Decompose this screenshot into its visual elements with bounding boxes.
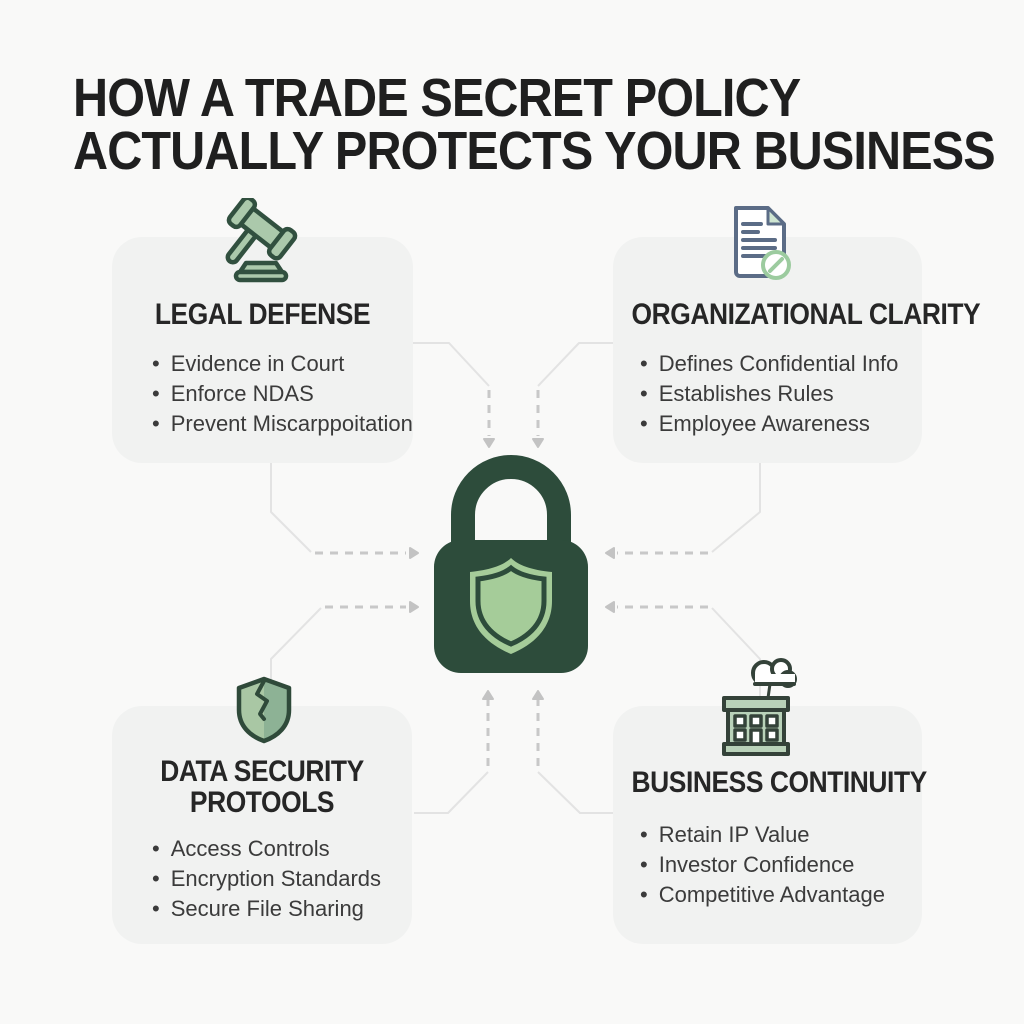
bullet-item: Access Controls bbox=[152, 834, 381, 864]
bullet-list-business-continuity: Retain IP Value Investor Confidence Comp… bbox=[640, 820, 885, 910]
bullet-list-organizational-clarity: Defines Confidential Info Establishes Ru… bbox=[640, 349, 899, 439]
bullet-item: Retain IP Value bbox=[640, 820, 885, 850]
arrow-left-icon bbox=[605, 547, 615, 559]
card-title-business-continuity: BUSINESS CONTINUITY bbox=[631, 766, 928, 799]
arrow-down-icon bbox=[483, 438, 495, 448]
card-data-security-protocols: DATA SECURITY PROTOOLS Access Controls E… bbox=[112, 706, 412, 944]
bullet-item: Defines Confidential Info bbox=[640, 349, 899, 379]
arrow-right-icon bbox=[409, 547, 419, 559]
bullet-list-legal-defense: Evidence in Court Enforce NDAS Prevent M… bbox=[152, 349, 413, 439]
bullet-item: Evidence in Court bbox=[152, 349, 413, 379]
bullet-item: Encryption Standards bbox=[152, 864, 381, 894]
bullet-item: Enforce NDAS bbox=[152, 379, 413, 409]
bullet-item: Secure File Sharing bbox=[152, 894, 381, 924]
card-title-data-security: DATA SECURITY PROTOOLS bbox=[160, 755, 364, 819]
page-title-line2: ACTUALLY PROTECTS YOUR BUSINESS bbox=[73, 121, 996, 181]
bullet-item: Prevent Miscarppoitation bbox=[152, 409, 413, 439]
bullet-list-data-security: Access Controls Encryption Standards Sec… bbox=[152, 834, 381, 924]
padlock-shield-icon bbox=[434, 455, 588, 673]
bullet-item: Employee Awareness bbox=[640, 409, 898, 439]
document-check-icon bbox=[734, 206, 791, 280]
cracked-shield-icon bbox=[236, 676, 292, 744]
bullet-item: Establishes Rules bbox=[640, 379, 898, 409]
arrow-left-icon bbox=[605, 601, 615, 613]
gavel-icon bbox=[225, 198, 298, 283]
arrow-up-icon bbox=[482, 690, 494, 700]
factory-icon bbox=[722, 658, 797, 756]
arrow-down-icon bbox=[532, 438, 544, 448]
page-title-line1: HOW A TRADE SECRET POLICY bbox=[73, 68, 801, 128]
arrow-up-icon bbox=[532, 690, 544, 700]
arrow-right-icon bbox=[409, 601, 419, 613]
bullet-item: Investor Confidence bbox=[640, 850, 885, 880]
page-title: HOW A TRADE SECRET POLICY ACTUALLY PROTE… bbox=[73, 68, 996, 181]
bullet-item: Competitive Advantage bbox=[640, 880, 885, 910]
card-title-organizational-clarity: ORGANIZATIONAL CLARITY bbox=[631, 298, 981, 331]
card-title-legal-defense: LEGAL DEFENSE bbox=[154, 298, 371, 331]
